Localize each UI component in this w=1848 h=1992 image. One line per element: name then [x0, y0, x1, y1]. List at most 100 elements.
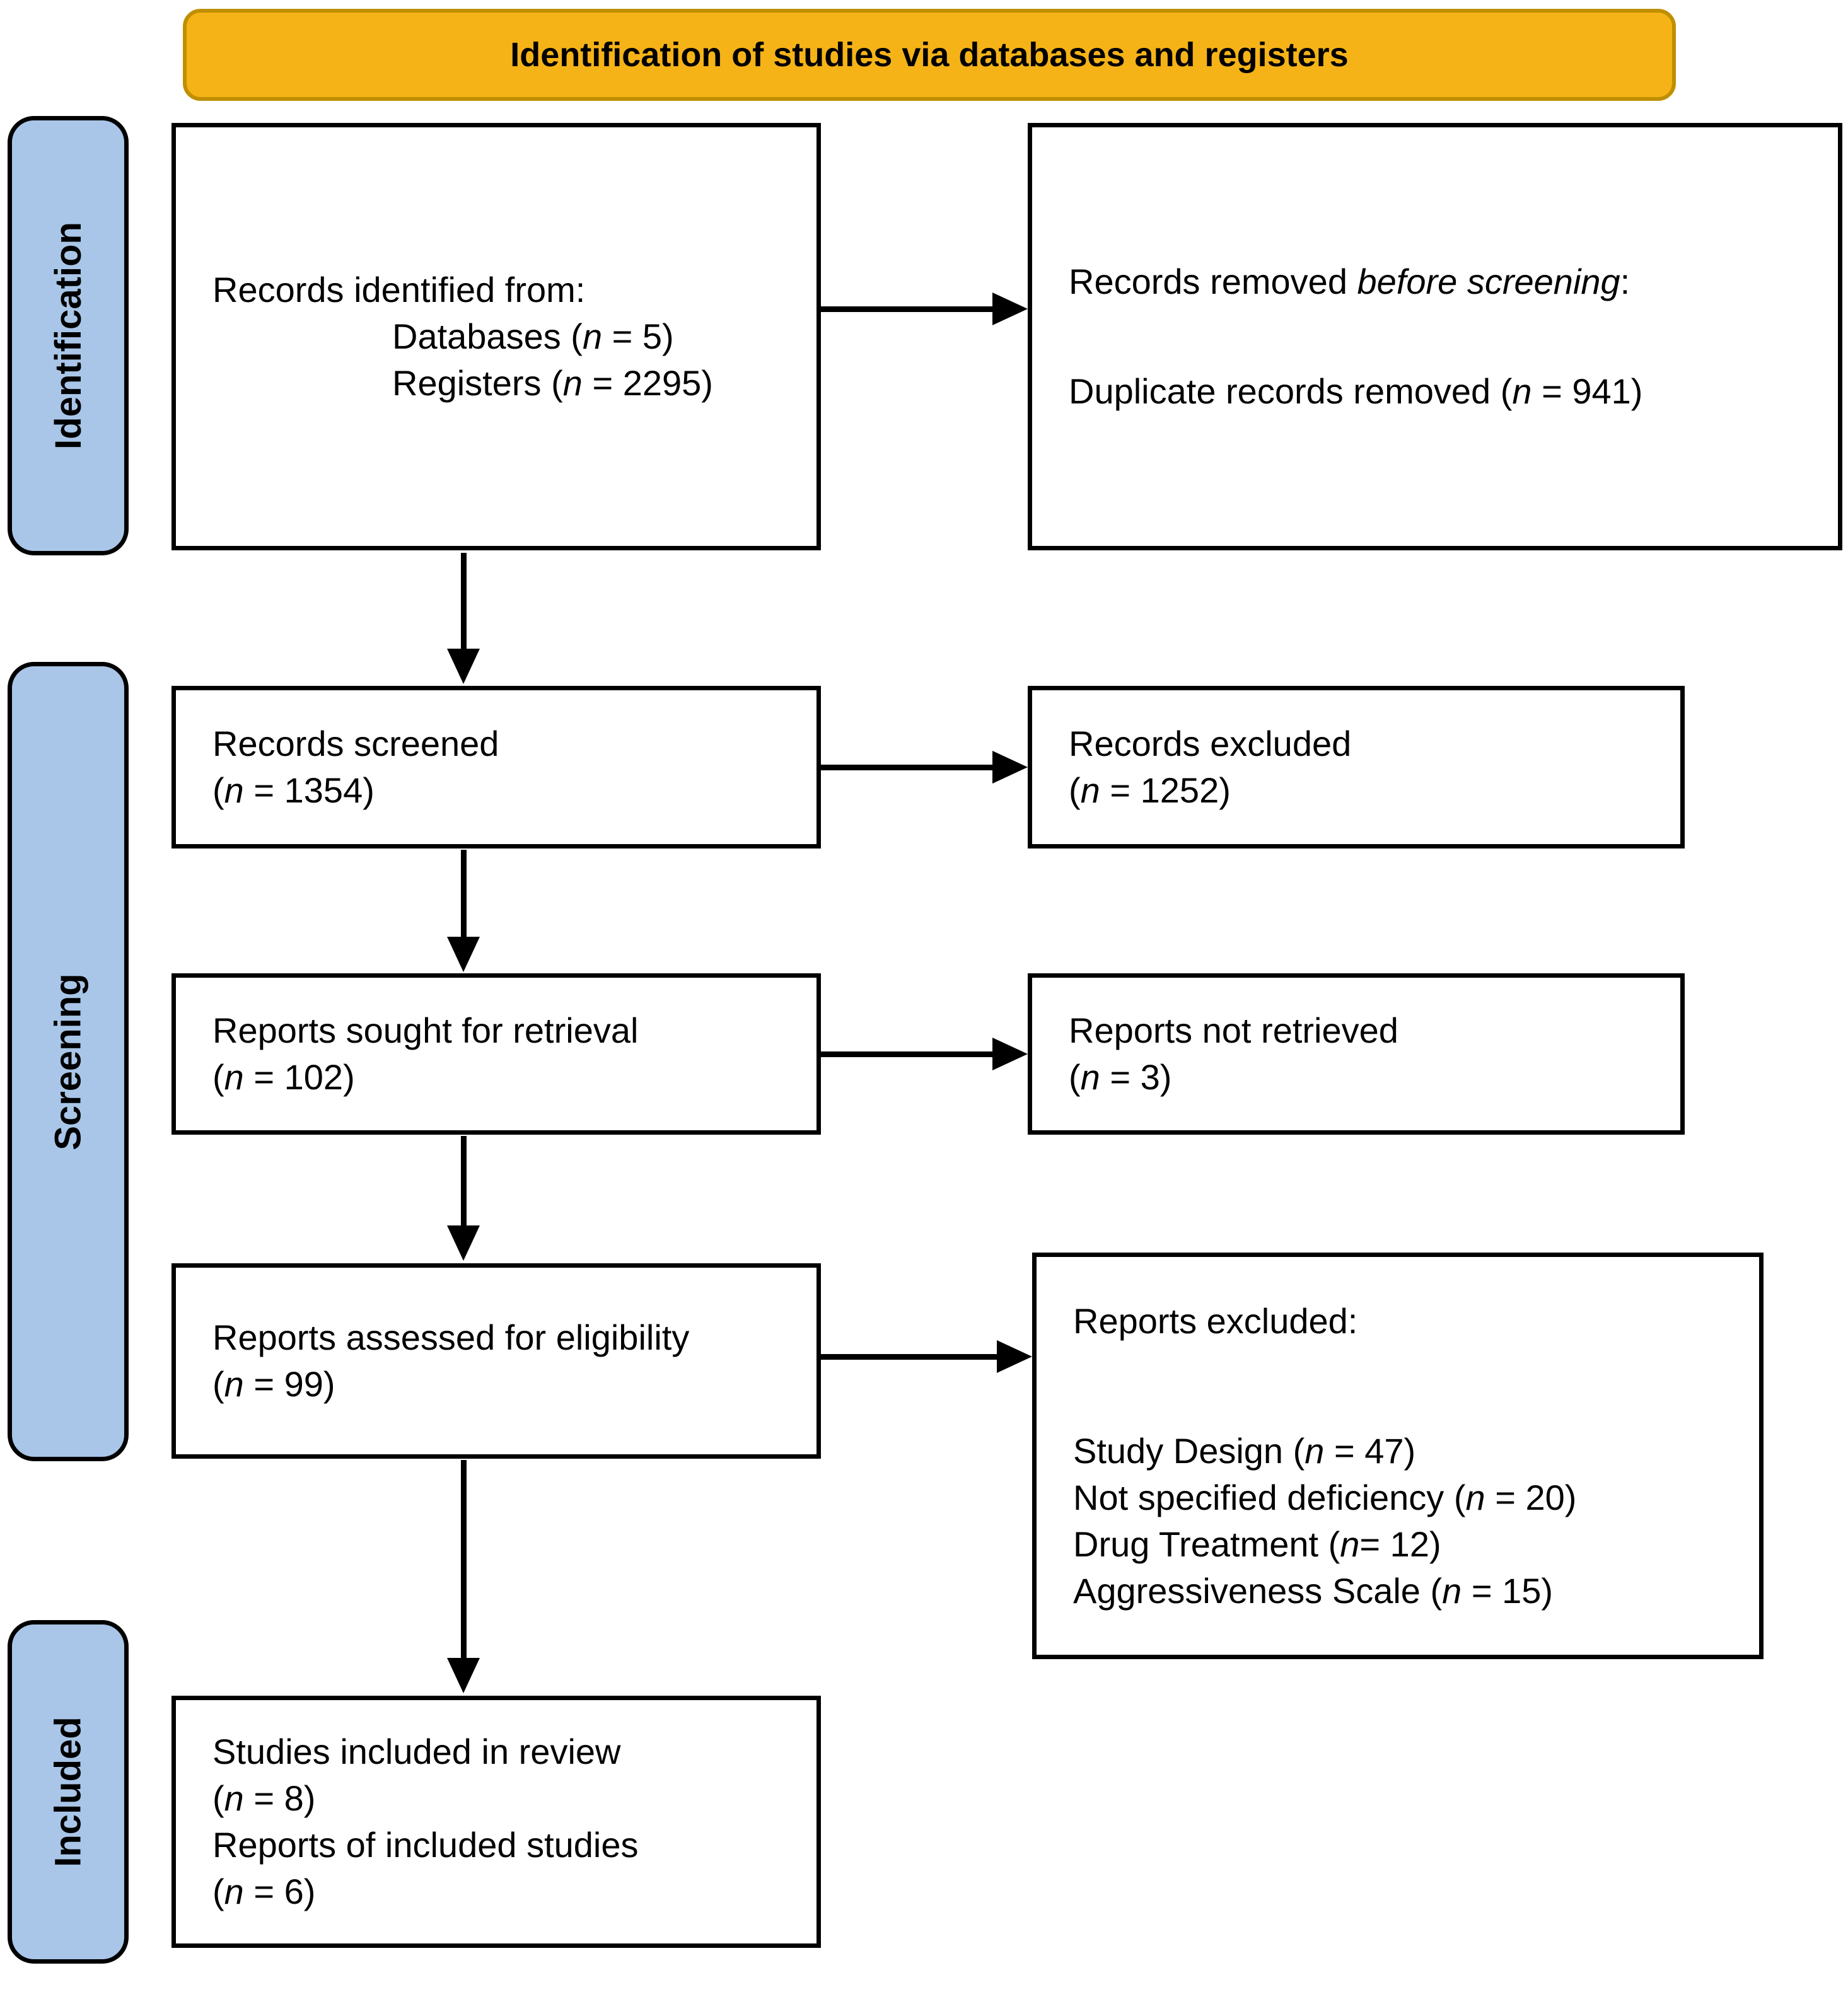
box-text-line: Reports sought for retrieval — [212, 1007, 804, 1054]
italic-text-segment: n — [1305, 1430, 1325, 1471]
text-segment: ( — [1069, 1057, 1081, 1097]
text-segment: ( — [212, 1364, 224, 1404]
text-segment: Reports assessed for eligibility — [212, 1317, 690, 1357]
text-segment: ( — [212, 1872, 224, 1911]
box-text-line: Not specified deficiency (n = 20) — [1073, 1474, 1746, 1521]
box-text-line: Reports not retrieved — [1069, 1007, 1668, 1054]
text-segment: = 20) — [1485, 1477, 1577, 1517]
box-records-screened: Records screened (n = 1354) — [171, 686, 821, 848]
box-text-line: (n = 6) — [212, 1868, 804, 1915]
italic-text-segment: n — [1465, 1477, 1485, 1517]
title-banner: Identification of studies via databases … — [183, 9, 1676, 101]
box-records-removed-before-screening: Records removed before screening: Duplica… — [1028, 123, 1842, 550]
italic-text-segment: n — [582, 316, 603, 356]
box-text-line: Duplicate records removed (n = 941) — [1069, 368, 1825, 415]
box-text-line: Drug Treatment (n= 12) — [1073, 1521, 1746, 1568]
text-segment: Studies included in review — [212, 1732, 621, 1771]
text-segment: Drug Treatment ( — [1073, 1524, 1340, 1564]
box-text-line: Records screened — [212, 721, 804, 767]
text-segment: = 12) — [1359, 1524, 1441, 1564]
italic-text-segment: n — [562, 363, 583, 403]
diagram-title: Identification of studies via databases … — [510, 36, 1349, 74]
text-segment: ( — [212, 770, 224, 810]
italic-text-segment: n — [224, 1057, 244, 1097]
text-segment: ( — [212, 1778, 224, 1818]
arrow-sought-to-assessed — [447, 1136, 480, 1261]
italic-text-segment: n — [1080, 770, 1100, 810]
text-segment: = 5) — [602, 316, 674, 356]
text-segment: Not specified deficiency ( — [1073, 1477, 1466, 1517]
arrow-assessed-to-included — [447, 1460, 480, 1693]
box-text-line: (n = 102) — [212, 1054, 804, 1101]
stage-label-identification-text: Identification — [47, 222, 89, 449]
text-segment: Records removed — [1069, 262, 1357, 301]
box-text-line: Records excluded — [1069, 721, 1668, 767]
arrow-identified-to-removed — [821, 292, 1028, 325]
text-segment: Records excluded — [1069, 724, 1352, 763]
text-segment: ( — [1069, 770, 1081, 810]
text-segment: Registers ( — [392, 363, 563, 403]
text-segment: = 8) — [243, 1778, 316, 1818]
stage-label-identification: Identification — [8, 116, 129, 555]
italic-text-segment: n — [1442, 1570, 1462, 1611]
box-text-line: Registers (n = 2295) — [212, 360, 804, 407]
arrow-sought-to-notretrieved — [821, 1038, 1028, 1070]
text-segment: = 102) — [243, 1057, 355, 1097]
stage-label-screening: Screening — [8, 662, 129, 1461]
text-segment: = 941) — [1531, 371, 1643, 411]
box-text-line: (n = 1252) — [1069, 767, 1668, 814]
text-segment: = 15) — [1462, 1570, 1554, 1611]
box-text-line: Reports of included studies — [212, 1822, 804, 1868]
box-records-excluded: Records excluded (n = 1252) — [1028, 686, 1685, 848]
text-segment: Reports excluded: — [1073, 1300, 1358, 1341]
box-records-identified: Records identified from:Databases (n = 5… — [171, 123, 821, 550]
text-segment: = 47) — [1324, 1430, 1416, 1471]
stage-label-included-text: Included — [47, 1717, 89, 1867]
box-reports-not-retrieved: Reports not retrieved (n = 3) — [1028, 973, 1685, 1135]
text-segment: Databases ( — [392, 316, 583, 356]
text-segment: = 1252) — [1100, 770, 1231, 810]
box-studies-included-in-review: Studies included in review(n = 8)Reports… — [171, 1696, 821, 1948]
stage-label-included: Included — [8, 1620, 129, 1964]
box-text-line: Studies included in review — [212, 1729, 804, 1775]
text-segment: = 99) — [243, 1364, 335, 1404]
box-text-line: Aggressiveness Scale (n = 15) — [1073, 1568, 1746, 1614]
text-segment: Records screened — [212, 724, 499, 763]
box-text-line: (n = 99) — [212, 1361, 804, 1408]
text-segment: Records identified from: — [212, 270, 586, 310]
text-segment: : — [1620, 262, 1630, 301]
italic-text-segment: n — [1080, 1057, 1100, 1097]
box-reports-sought-for-retrieval: Reports sought for retrieval(n = 102) — [171, 973, 821, 1135]
box-text-line: (n = 1354) — [212, 767, 804, 814]
italic-text-segment: n — [1340, 1524, 1360, 1564]
text-segment: = 6) — [243, 1872, 316, 1911]
arrow-identified-to-screened — [447, 553, 480, 684]
italic-text-segment: n — [224, 1778, 244, 1818]
box-text-line: Reports excluded: — [1073, 1298, 1746, 1345]
box-reports-excluded: Reports excluded:Study Design (n = 47)No… — [1032, 1253, 1764, 1659]
box-text-line: Records removed before screening: — [1069, 258, 1825, 305]
box-text-line: Databases (n = 5) — [212, 313, 804, 360]
box-text-line: Reports assessed for eligibility — [212, 1314, 804, 1361]
arrow-screened-to-excluded — [821, 751, 1028, 784]
italic-text-segment: before screening — [1357, 262, 1620, 301]
box-text-line: (n = 8) — [212, 1775, 804, 1822]
arrow-screened-to-sought — [447, 850, 480, 972]
text-segment: = 3) — [1100, 1057, 1172, 1097]
text-segment: = 1354) — [243, 770, 375, 810]
text-segment: Duplicate records removed ( — [1069, 371, 1513, 411]
text-segment: Reports not retrieved — [1069, 1010, 1398, 1050]
text-segment: ( — [212, 1057, 224, 1097]
stage-label-screening-text: Screening — [47, 973, 89, 1150]
text-segment: Study Design ( — [1073, 1430, 1305, 1471]
text-segment: Aggressiveness Scale ( — [1073, 1570, 1443, 1611]
text-segment: Reports of included studies — [212, 1825, 639, 1865]
box-text-line: Records identified from: — [212, 267, 804, 313]
box-text-line: Study Design (n = 47) — [1073, 1428, 1746, 1474]
italic-text-segment: n — [224, 1872, 244, 1911]
italic-text-segment: n — [224, 1364, 244, 1404]
text-segment: Reports sought for retrieval — [212, 1010, 639, 1050]
italic-text-segment: n — [224, 770, 244, 810]
italic-text-segment: n — [1512, 371, 1532, 411]
